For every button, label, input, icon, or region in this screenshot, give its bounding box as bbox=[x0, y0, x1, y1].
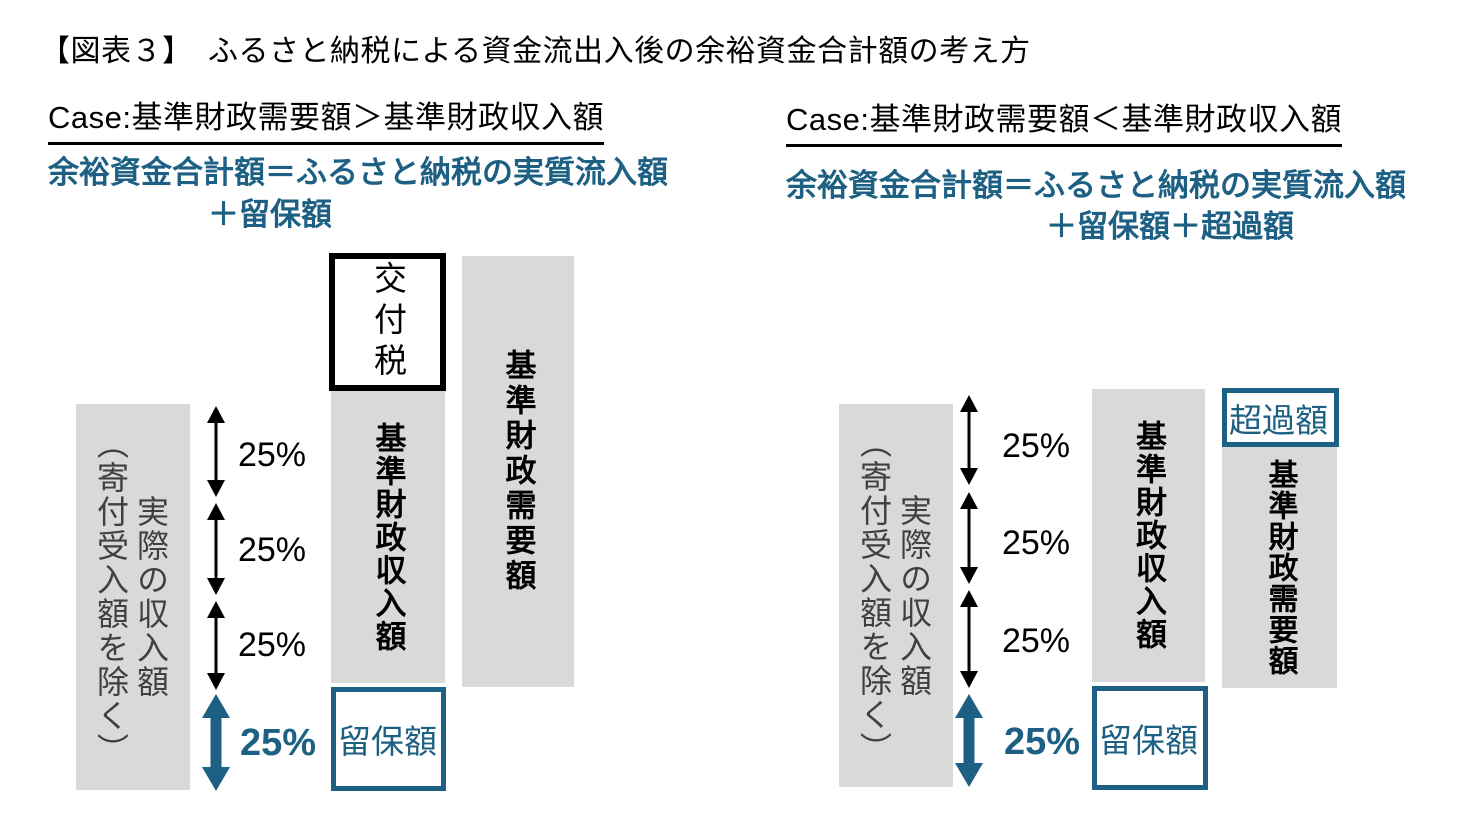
left-thick-blue-double-arrow-icon bbox=[202, 694, 230, 791]
right-percent-label-1: 25% bbox=[1001, 427, 1071, 465]
left-percent-label-1: 25% bbox=[237, 436, 307, 474]
right-actual-revenue-bar-label-paren: （寄付受入額を除く） bbox=[856, 425, 892, 766]
left-standard-demand-bar-label: 基準財政需要額 bbox=[500, 349, 536, 594]
right-actual-revenue-bar: 実際の収入額 （寄付受入額を除く） bbox=[839, 404, 953, 787]
left-percent-label-3: 25% bbox=[237, 626, 307, 664]
right-double-arrow-icon-1 bbox=[960, 395, 978, 485]
right-formula-line2: ＋留保額＋超過額 bbox=[1046, 209, 1294, 244]
left-standard-demand-bar: 基準財政需要額 bbox=[462, 256, 574, 687]
left-actual-revenue-bar-label: 実際の収入額 bbox=[133, 495, 169, 699]
left-double-arrow-icon-3 bbox=[207, 601, 225, 690]
grant-tax-box: 交付税 bbox=[329, 253, 446, 391]
right-standard-demand-bar: 基準財政需要額 bbox=[1222, 447, 1337, 688]
right-retained-box-label: 留保額 bbox=[1099, 722, 1198, 759]
left-double-arrow-icon-1 bbox=[207, 406, 225, 497]
right-case-heading: Case:基準財政需要額＜基準財政収入額 bbox=[786, 94, 1342, 147]
left-standard-revenue-bar: 基準財政収入額 bbox=[331, 391, 445, 683]
right-formula-line1: 余裕資金合計額＝ふるさと納税の実質流入額 bbox=[786, 168, 1406, 203]
left-percent-label-2: 25% bbox=[237, 531, 307, 569]
excess-amount-box: 超過額 bbox=[1222, 388, 1339, 447]
right-percent-label-2: 25% bbox=[1001, 524, 1071, 562]
grant-tax-box-label: 交付税 bbox=[369, 260, 407, 384]
left-double-arrow-icon-2 bbox=[207, 503, 225, 595]
figure-title: 【図表３】 ふるさと納税による資金流出入後の余裕資金合計額の考え方 bbox=[40, 35, 1031, 68]
right-standard-revenue-bar-label: 基準財政収入額 bbox=[1131, 420, 1166, 651]
left-retained-box: 留保額 bbox=[331, 687, 446, 791]
left-formula-line2: ＋留保額 bbox=[208, 197, 332, 232]
right-retained-percent-label: 25% bbox=[1003, 721, 1081, 763]
left-formula-line1: 余裕資金合計額＝ふるさと納税の実質流入額 bbox=[48, 155, 668, 190]
left-retained-box-label: 留保額 bbox=[338, 723, 437, 760]
excess-amount-box-label: 超過額 bbox=[1229, 401, 1328, 439]
right-percent-label-3: 25% bbox=[1001, 622, 1071, 660]
left-actual-revenue-bar: 実際の収入額 （寄付受入額を除く） bbox=[76, 404, 190, 790]
right-retained-box: 留保額 bbox=[1092, 686, 1208, 790]
right-double-arrow-icon-2 bbox=[960, 492, 978, 584]
left-standard-revenue-bar-label: 基準財政収入額 bbox=[370, 421, 406, 653]
right-actual-revenue-bar-label: 実際の収入額 bbox=[896, 493, 932, 698]
left-retained-percent-label: 25% bbox=[239, 722, 317, 764]
left-case-heading: Case:基準財政需要額＞基準財政収入額 bbox=[48, 92, 604, 145]
left-actual-revenue-bar-label-paren: （寄付受入額を除く） bbox=[93, 427, 129, 767]
right-standard-demand-bar-label: 基準財政需要額 bbox=[1263, 459, 1297, 676]
right-thick-blue-double-arrow-icon bbox=[955, 694, 983, 787]
right-double-arrow-icon-3 bbox=[960, 590, 978, 688]
right-standard-revenue-bar: 基準財政収入額 bbox=[1092, 389, 1205, 682]
